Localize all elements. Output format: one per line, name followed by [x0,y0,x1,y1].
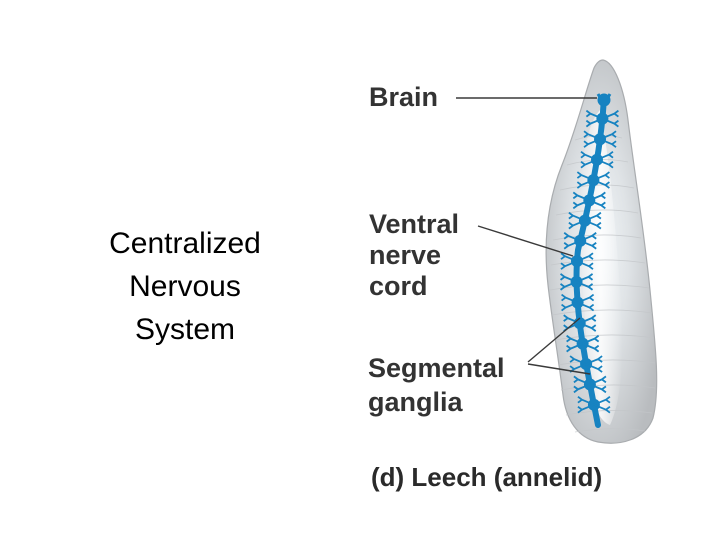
ganglion-nerve-branch [582,334,600,345]
ganglion-nerve-branch [584,211,602,222]
ganglion-nerve-branch [576,252,594,262]
ganglion-nerve-branch [573,383,591,394]
ganglion-nerve-branch [560,260,578,270]
ganglion-nerve-branch [593,395,611,406]
leader-lines [456,97,597,375]
slide-title: Centralized Nervous System [70,222,300,351]
ganglion-nerve-branch [602,109,619,120]
ganglion-nerve-branch [577,395,595,406]
ganglion-nerve-branch [593,403,611,414]
ganglion-nerve-branch [568,211,586,222]
ganglion-nerve-branch [585,109,603,120]
segmental-ganglia [560,109,619,414]
title-line-3: System [134,313,236,346]
brain-label: Brain [369,82,438,112]
ganglion-nerve-branch [576,179,594,189]
ganglion-nerve-branch [579,232,597,242]
ventral-nerve-cord-label: Ventral nerve cord [369,209,459,301]
nerve-cord-label-line-1: Ventral [369,209,459,239]
ganglion-nerve-branch [584,219,602,230]
ganglion-nerve-branch [580,158,598,169]
ganglion-nerve-branch [569,355,587,365]
ganglion-nerve-branch [580,150,598,161]
nerve-system [560,93,619,428]
ganglion-nerve-branch [577,301,595,312]
ganglion-nerve-branch [579,322,597,332]
title-line-2: Nervous [129,270,241,303]
ganglion-nerve-branch [577,403,595,414]
ganglion-nerve-branch [582,342,600,353]
ganglion-nerve-branch [585,117,603,128]
ganglion-nerve-branch [593,171,610,181]
ganglion-nerve-branch [563,314,581,324]
ganglion-nerve-branch [577,293,595,304]
ganglion-nerve-branch [596,150,614,161]
ganglion-nerve-branch [568,219,586,230]
ganglion-nerve-branch [585,363,603,373]
ganglion-nerve-branch [585,355,603,365]
nerve-cord-leader-line [477,225,574,257]
ganglion-nerve-branch [576,260,594,270]
ganglion-nerve-branch [572,199,590,210]
ganglion-nerve-branch [593,179,610,189]
ganglion-nerve-branch [589,383,607,394]
brain-icon [596,93,612,107]
ganglion-nerve-branch [566,334,583,345]
ganglion-nerve-branch [566,342,583,353]
ganglion-nerve-branch [589,375,607,386]
ganglion-nerve-branch [563,232,581,242]
ganglion-nerve-branch [572,191,590,202]
ganglion-nerve-branch [573,375,591,386]
ganglia-label-line-1: Segmental [368,353,505,383]
ganglion-nerve-branch [579,239,597,250]
ganglion-nerve-branch [599,138,617,148]
ganglion-nerve-branch [588,191,606,202]
ganglion-nerve-branch [576,171,594,181]
ganglia-label-line-2: ganglia [368,387,463,417]
ganglion-nerve-branch [576,273,594,283]
ganglion-nerve-branch [588,199,606,210]
title-line-1: Centralized [109,227,261,260]
ganglion-nerve-branch [579,314,597,324]
figure-caption: (d) Leech (annelid) [371,462,602,492]
ganglion-nerve-branch [561,301,578,312]
ganglion-nerve-branch [576,281,594,291]
ganglion-nerve-branch [599,130,617,141]
ganglion-nerve-branch [563,239,581,250]
ganglion-nerve-branch [561,293,578,304]
nerve-cord-label-line-2: nerve [369,240,441,270]
ganglion-nerve-branch [560,281,577,291]
ganglion-nerve-branch [583,130,601,141]
nerve-cord-label-line-3: cord [369,271,428,301]
ganglion-nerve-branch [583,138,601,148]
ganglion-nerve-branch [560,252,578,262]
ganglion-nerve-branch [602,117,619,128]
ganglion-nerve-branch [596,158,614,169]
ganglia-leader-line-1 [527,317,581,363]
segmental-ganglia-label: Segmental ganglia [368,353,505,417]
ganglia-leader-line-2 [527,363,591,375]
ganglion-nerve-branch [560,273,577,283]
